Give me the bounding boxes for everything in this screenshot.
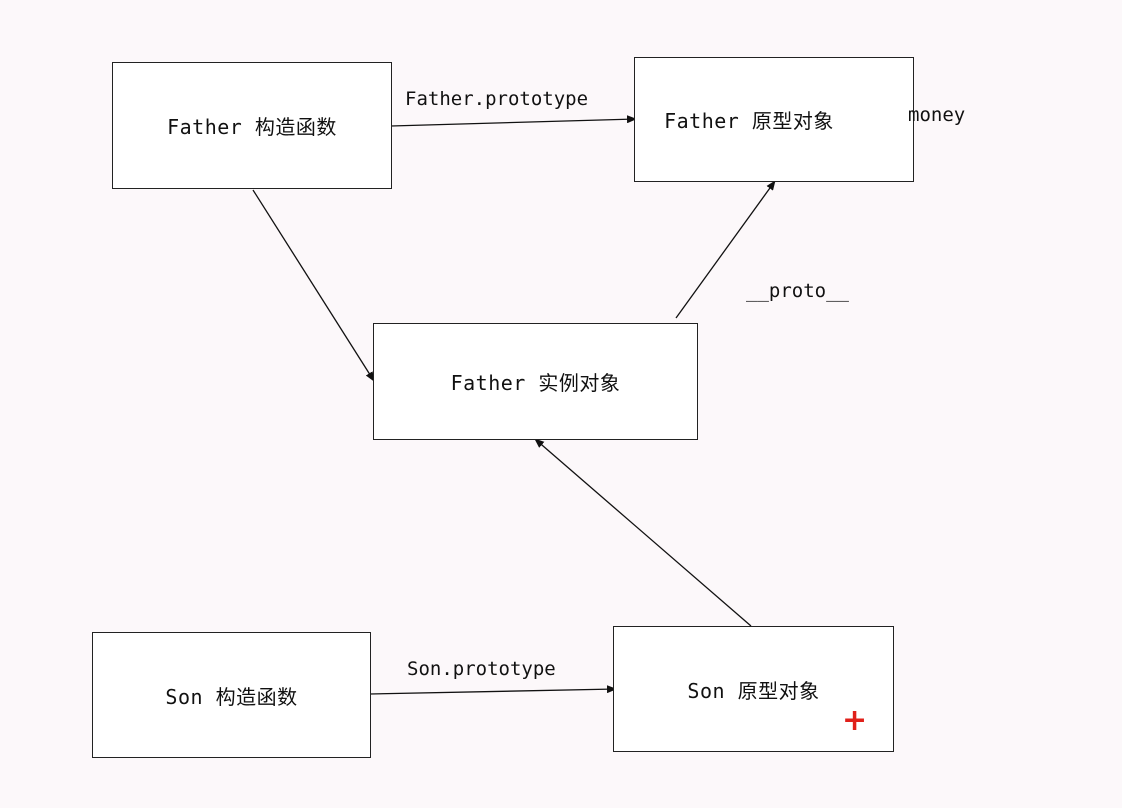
father-constructor-label: Father 构造函数 — [167, 115, 337, 139]
son-constructor-box: Son 构造函数 — [92, 632, 371, 758]
father-prototype-edge-label: Father.prototype — [405, 88, 589, 110]
proto-edge-label: __proto__ — [746, 280, 849, 302]
father-prototype-box: Father 原型对象 — [634, 57, 914, 182]
son-prototype-edge-label: Son.prototype — [407, 658, 556, 680]
father-instance-box: Father 实例对象 — [373, 323, 698, 440]
son-constructor-label: Son 构造函数 — [165, 684, 298, 709]
son-prototype-box: Son 原型对象 — [613, 626, 894, 752]
father-constructor-box: Father 构造函数 — [112, 62, 392, 189]
arrow-son-proto-to-instance — [534, 438, 752, 627]
money-label: money — [908, 104, 966, 126]
crosshair-cursor-icon: + — [842, 703, 868, 738]
arrow-father-ctor-to-instance — [252, 189, 375, 382]
arrow-son-ctor-to-son-proto — [369, 685, 617, 695]
arrow-father-ctor-to-father-proto — [390, 115, 637, 127]
arrow-instance-to-father-proto — [675, 180, 776, 319]
son-prototype-label: Son 原型对象 — [687, 678, 820, 703]
father-instance-label: Father 实例对象 — [450, 371, 621, 395]
father-prototype-label: Father 原型对象 — [664, 109, 834, 133]
